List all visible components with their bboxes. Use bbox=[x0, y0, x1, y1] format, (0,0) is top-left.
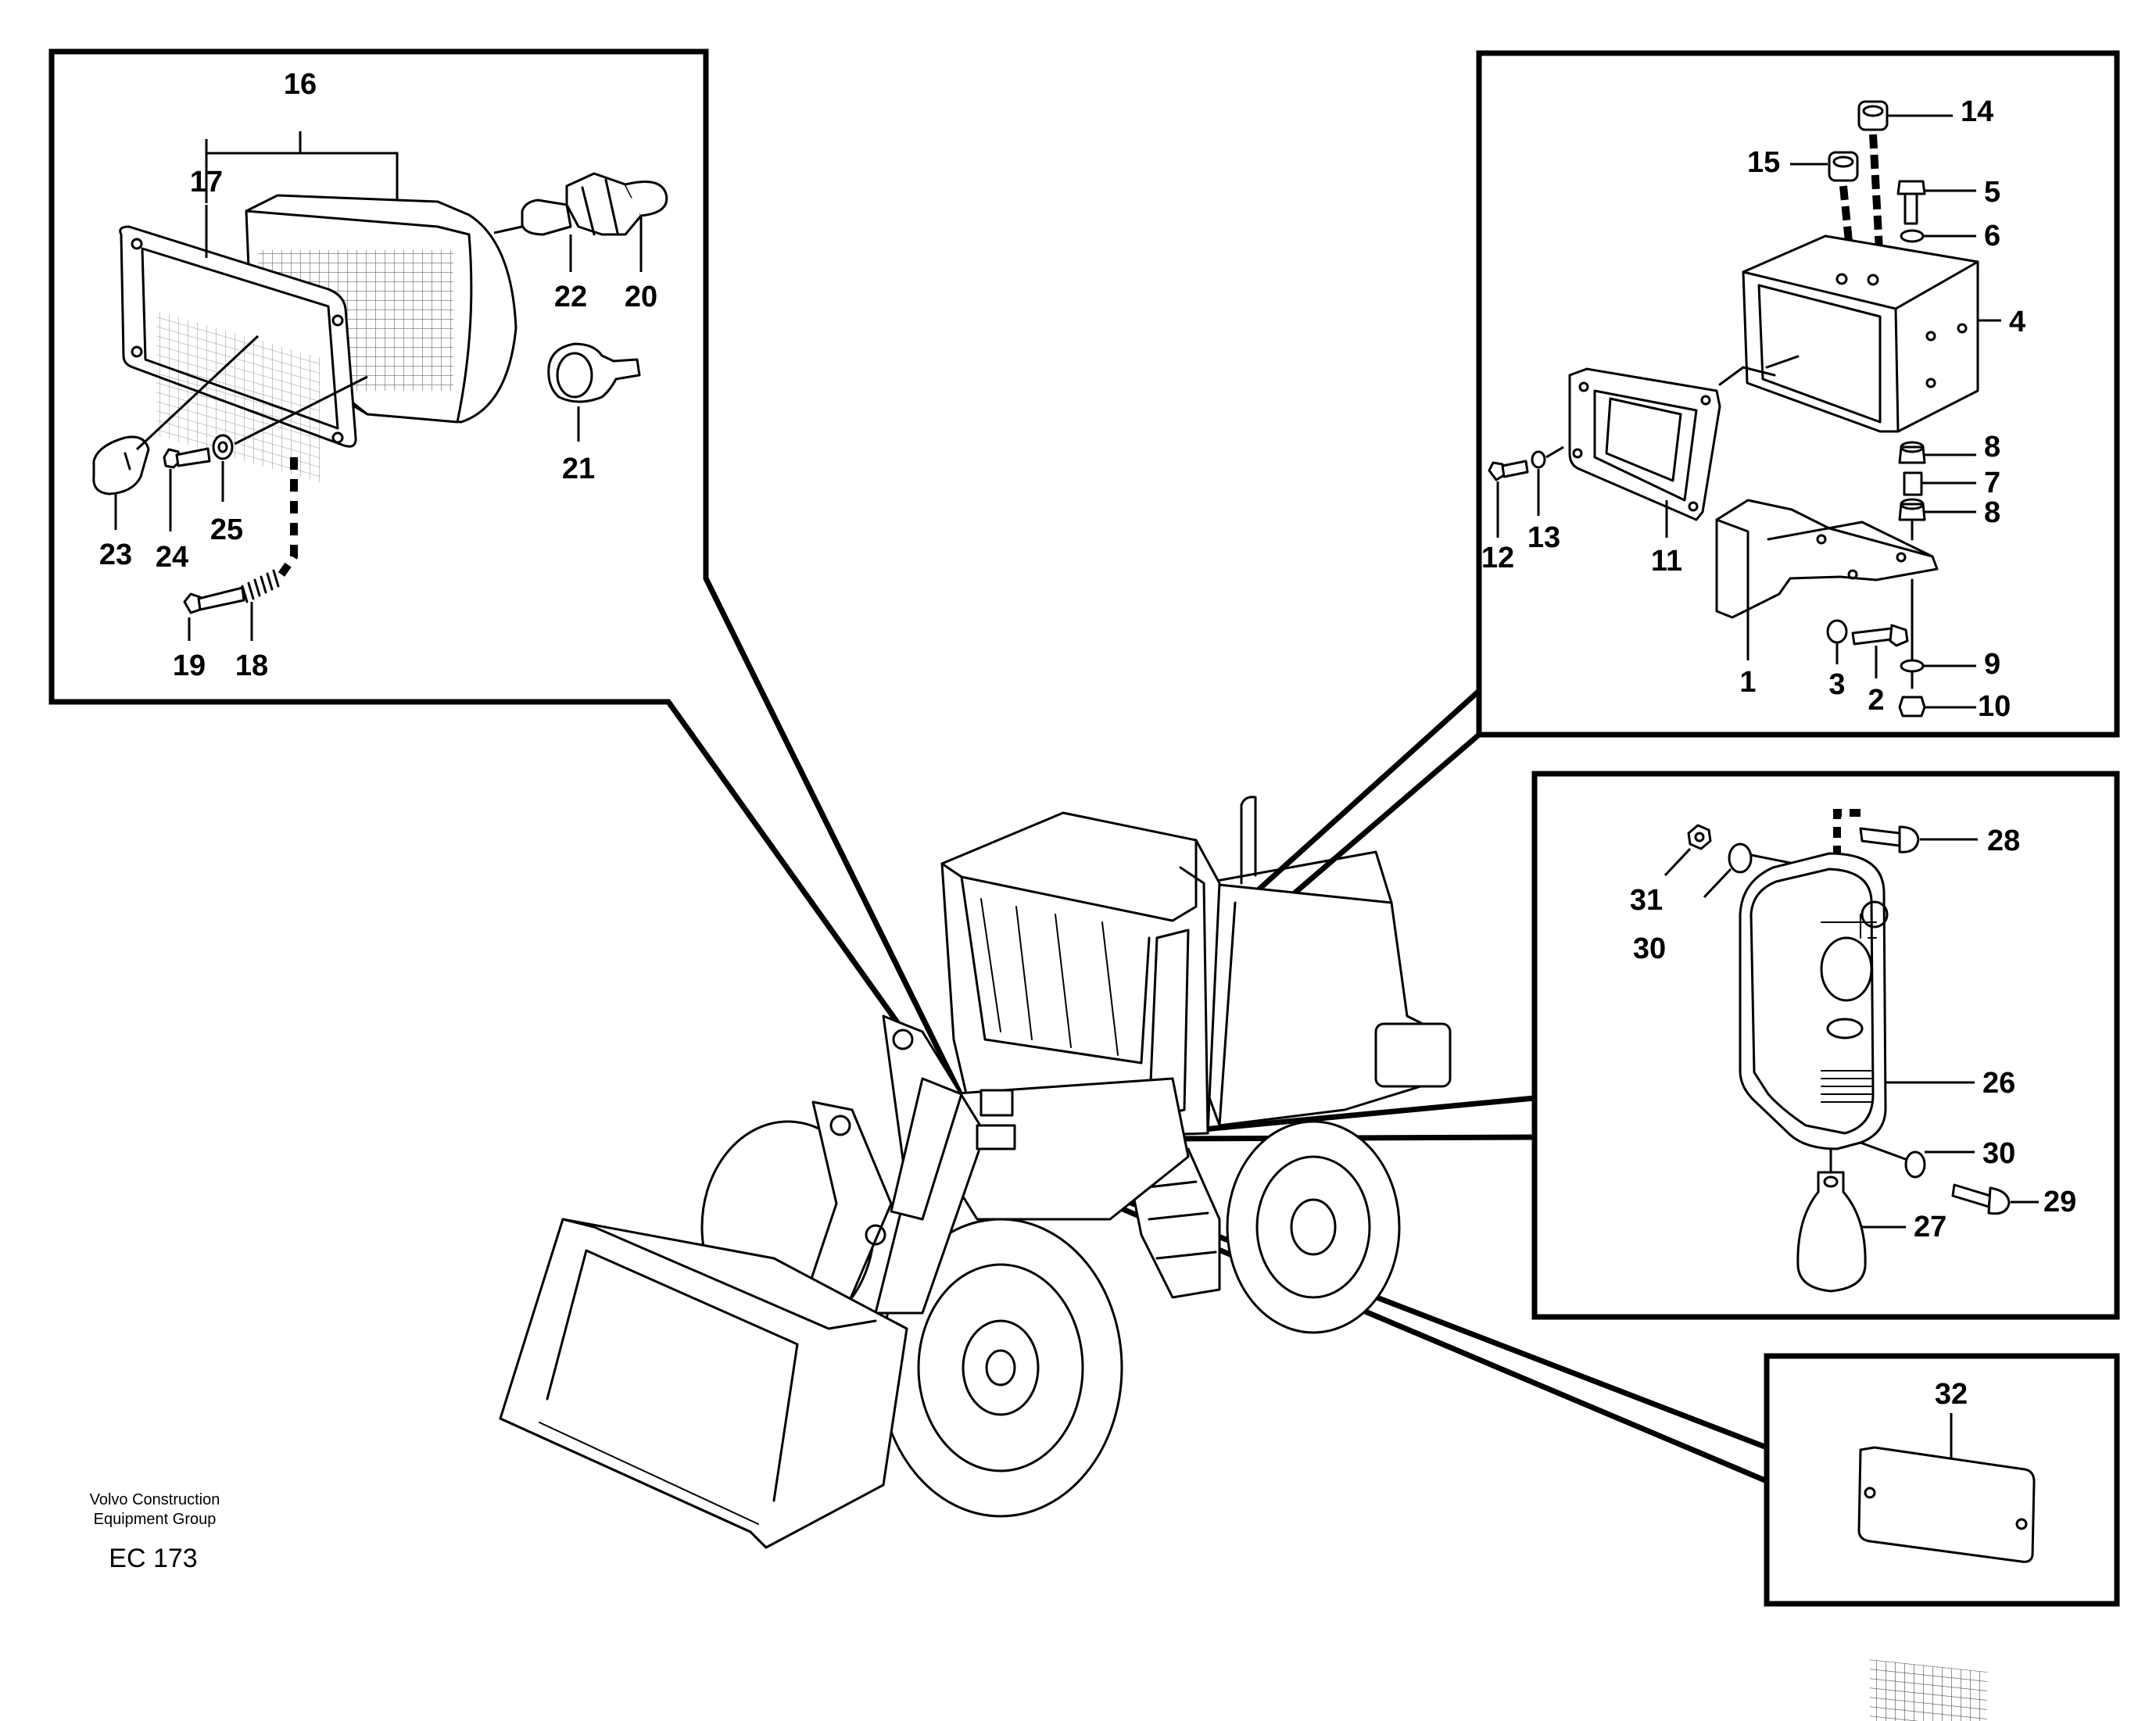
callout-19: 19 bbox=[173, 649, 206, 682]
callout-13: 13 bbox=[1527, 521, 1560, 554]
diagram-code: EC 173 bbox=[109, 1544, 197, 1573]
callout-27: 27 bbox=[1914, 1211, 1946, 1243]
callout-8a: 8 bbox=[1984, 431, 2000, 463]
callout-2: 2 bbox=[1868, 684, 1884, 717]
callout-22: 22 bbox=[554, 281, 587, 313]
company-name-line1: Volvo Construction bbox=[90, 1491, 220, 1508]
headlight-assembly-parts bbox=[92, 131, 668, 641]
callout-21: 21 bbox=[562, 453, 595, 485]
callout-24: 24 bbox=[156, 541, 188, 574]
callout-32: 32 bbox=[1935, 1378, 1968, 1411]
callout-4: 4 bbox=[2009, 306, 2025, 338]
callout-25: 25 bbox=[210, 513, 243, 546]
callout-31: 31 bbox=[1630, 884, 1663, 917]
callout-5: 5 bbox=[1984, 176, 2000, 209]
indicator-detail-frame bbox=[1531, 771, 2120, 1320]
callout-29: 29 bbox=[2043, 1186, 2076, 1218]
callout-10: 10 bbox=[1978, 690, 2011, 723]
callout-3: 3 bbox=[1828, 668, 1845, 701]
callout-28: 28 bbox=[1987, 825, 2020, 857]
indicator-lamp-parts bbox=[1664, 809, 2039, 1293]
reflector-detail-frame bbox=[1764, 1353, 2120, 1607]
callout-15: 15 bbox=[1747, 146, 1780, 179]
wheel-loader-illustration bbox=[499, 796, 1452, 1549]
callout-7: 7 bbox=[1984, 467, 2000, 499]
callout-17: 17 bbox=[190, 166, 223, 199]
callout-20: 20 bbox=[625, 281, 657, 313]
callout-9: 9 bbox=[1984, 648, 2000, 681]
callout-8b: 8 bbox=[1984, 496, 2000, 529]
reflector-parts bbox=[1857, 1413, 2036, 1721]
callout-14: 14 bbox=[1961, 95, 1993, 128]
callout-11: 11 bbox=[1651, 545, 1682, 578]
callout-labels: 16 17 22 20 21 23 24 25 19 18 14 15 5 6 … bbox=[99, 68, 2076, 1411]
bracket-detail-frame bbox=[1476, 50, 2120, 738]
callout-30a: 30 bbox=[1633, 932, 1666, 965]
callout-1: 1 bbox=[1739, 666, 1756, 699]
callout-26: 26 bbox=[1982, 1067, 2015, 1100]
callout-12: 12 bbox=[1481, 542, 1514, 574]
callout-18: 18 bbox=[235, 649, 268, 682]
callout-30b: 30 bbox=[1982, 1137, 2015, 1170]
callout-6: 6 bbox=[1984, 220, 2000, 252]
footer: Volvo Construction Equipment Group EC 17… bbox=[90, 1491, 220, 1573]
company-name-line2: Equipment Group bbox=[94, 1511, 217, 1528]
callout-16: 16 bbox=[284, 68, 317, 101]
bracket-assembly-parts bbox=[1488, 100, 2001, 717]
callout-23: 23 bbox=[99, 538, 132, 571]
